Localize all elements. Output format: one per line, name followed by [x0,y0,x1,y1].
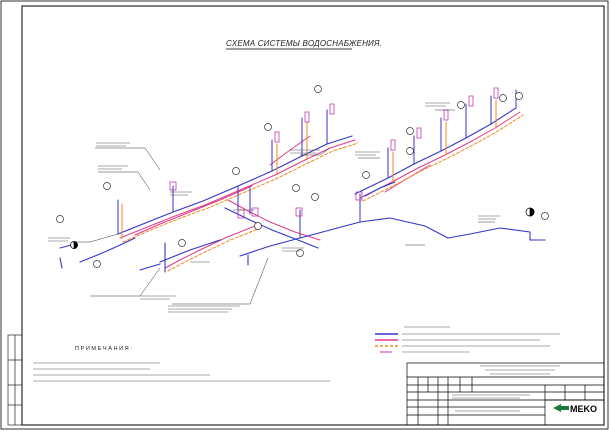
title-block [406,362,605,426]
side-stamp [7,334,23,426]
annotation-marks [48,102,500,313]
riser-pipes [117,89,517,239]
water-meter-icons [70,207,535,249]
annotation-leaders [72,109,495,305]
circulation-pipes [122,114,524,272]
drawing-title: СХЕМА СИСТЕМЫ ВОДОСНАБЖЕНИЯ. [226,39,383,48]
legend [375,326,560,353]
notes-lines [33,362,330,382]
logo-mark [553,404,569,412]
sheet-inner-frame [21,5,605,426]
pipe-network [59,89,546,273]
company-logo: MEKO [570,404,597,414]
hot-riser-pipes [121,99,497,239]
riser-markers [56,85,549,268]
notes-heading: П Р И М Е Ч А Н И Я : [75,346,132,352]
title-block-marks [452,365,560,412]
